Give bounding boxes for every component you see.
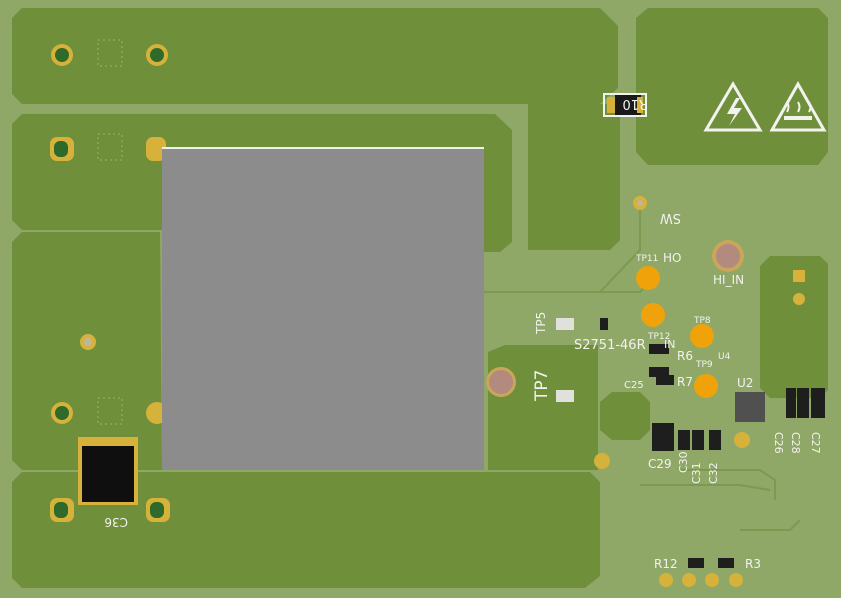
pour-left-lower	[12, 232, 162, 470]
silkscreen-labels: R10 SW HO TP11 HI_IN TP5 TP8 TP12 S2751-…	[104, 96, 822, 571]
label-r6: R6	[677, 349, 693, 363]
u2-chip	[735, 392, 765, 422]
pour-small	[600, 392, 650, 440]
test-points	[486, 196, 805, 469]
label-c28: C28	[789, 432, 802, 454]
label-in: IN	[664, 338, 675, 351]
bottom-pad-2	[682, 573, 696, 587]
label-c31: C31	[690, 462, 703, 484]
pour-tp7-area	[488, 345, 598, 470]
label-c26: C26	[772, 432, 785, 454]
trace-3	[740, 519, 801, 531]
c28-body	[797, 388, 809, 418]
label-r12: R12	[654, 557, 678, 571]
label-tp7: TP7	[532, 370, 552, 402]
label-tp9: TP9	[695, 360, 713, 370]
c29-body	[652, 423, 674, 451]
trace-1	[680, 469, 776, 500]
c30-body	[678, 430, 690, 450]
tp8-point	[690, 324, 714, 348]
high-voltage-warning-icon	[703, 81, 763, 132]
pour-right-strip	[528, 104, 620, 250]
smd-components	[600, 318, 825, 587]
r10-component	[603, 93, 647, 117]
r7-body	[656, 375, 674, 385]
c25-body	[649, 367, 669, 377]
bottom-pad-3	[705, 573, 719, 587]
label-c25: C25	[624, 380, 644, 391]
label-u2: U2	[737, 376, 753, 390]
bottom-pad-1	[659, 573, 673, 587]
hot-surface-warning-icon	[769, 80, 827, 132]
c27-body	[811, 388, 825, 418]
label-r3: R3	[745, 557, 761, 571]
via-field	[97, 39, 123, 425]
connector-pin-1	[793, 270, 805, 282]
label-part-number: S2751-46R	[574, 338, 646, 353]
c31-body	[692, 430, 704, 450]
label-hi-in: HI_IN	[713, 273, 744, 287]
label-tp5: TP5	[534, 312, 548, 335]
label-ho: HO	[663, 251, 681, 265]
label-tp11: TP11	[635, 254, 658, 264]
via-pad-c29	[594, 453, 610, 469]
bottom-pad-4	[729, 573, 743, 587]
label-c30: C30	[677, 451, 690, 473]
label-c36: C36	[104, 515, 128, 529]
r12-body	[688, 558, 704, 568]
label-u4: U4	[718, 352, 731, 362]
tp12-point	[641, 303, 665, 327]
label-c29: C29	[648, 457, 672, 471]
r3-body	[718, 558, 734, 568]
tp9-point	[694, 374, 718, 398]
via-pad-u2	[734, 432, 750, 448]
label-r7: R7	[677, 375, 693, 389]
r6-body	[649, 344, 669, 354]
pour-right-connector	[760, 256, 828, 398]
label-r10: R10	[622, 96, 648, 111]
pad-4	[146, 137, 166, 161]
tp7-smd	[556, 390, 574, 402]
label-c32: C32	[707, 462, 720, 484]
mounting-pads	[50, 44, 170, 522]
tp11-point	[636, 266, 660, 290]
heatsink-block	[162, 148, 484, 470]
c36-component	[78, 437, 138, 505]
trace-sw	[484, 210, 641, 293]
trace-2	[640, 484, 771, 491]
traces	[484, 210, 801, 531]
label-c27: C27	[809, 432, 822, 454]
label-sw: SW	[660, 210, 681, 225]
label-tp8: TP8	[693, 316, 711, 326]
connector-pin-2	[793, 293, 805, 305]
c26-body	[786, 388, 796, 418]
tp5-pad	[556, 318, 574, 330]
pour-top-left	[12, 8, 618, 104]
small-smd	[600, 318, 608, 330]
c32-body	[709, 430, 721, 450]
label-tp12: TP12	[647, 332, 670, 342]
